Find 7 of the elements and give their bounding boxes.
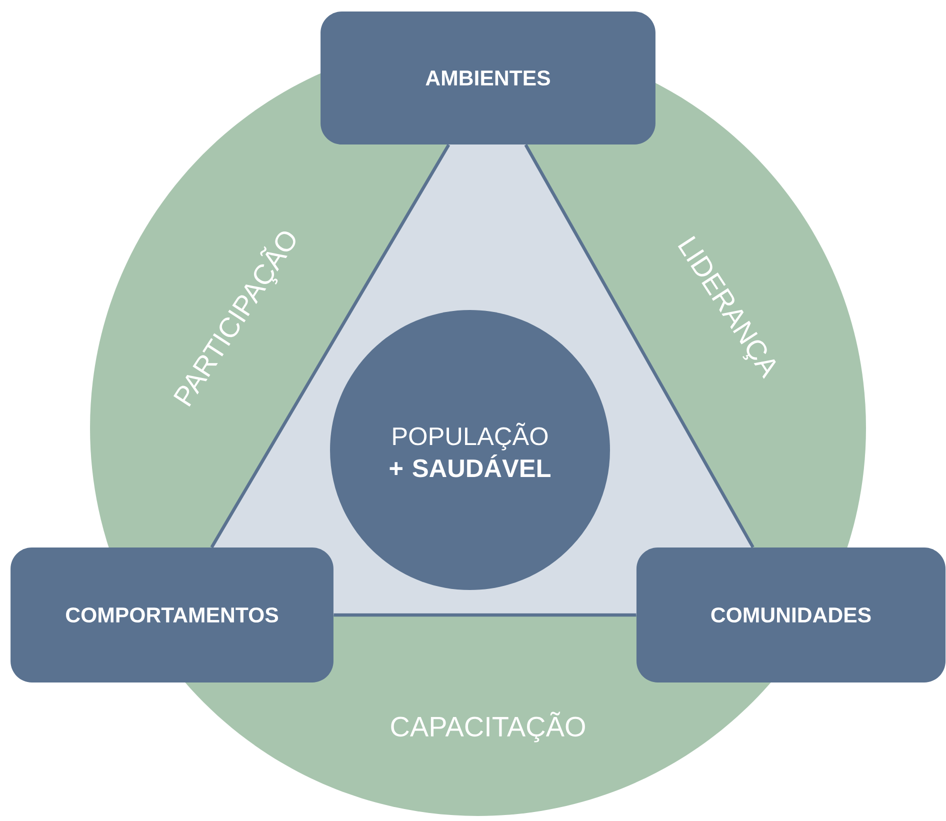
connector-line [334, 613, 636, 617]
label-box: COMPORTAMENTOS [10, 548, 334, 682]
label-box: COMUNIDADES [636, 548, 946, 682]
connector-line [210, 144, 450, 548]
edge-label: CAPACITAÇÃO [391, 712, 585, 742]
connector-line [524, 144, 754, 548]
label-box: AMBIENTES [320, 11, 656, 145]
